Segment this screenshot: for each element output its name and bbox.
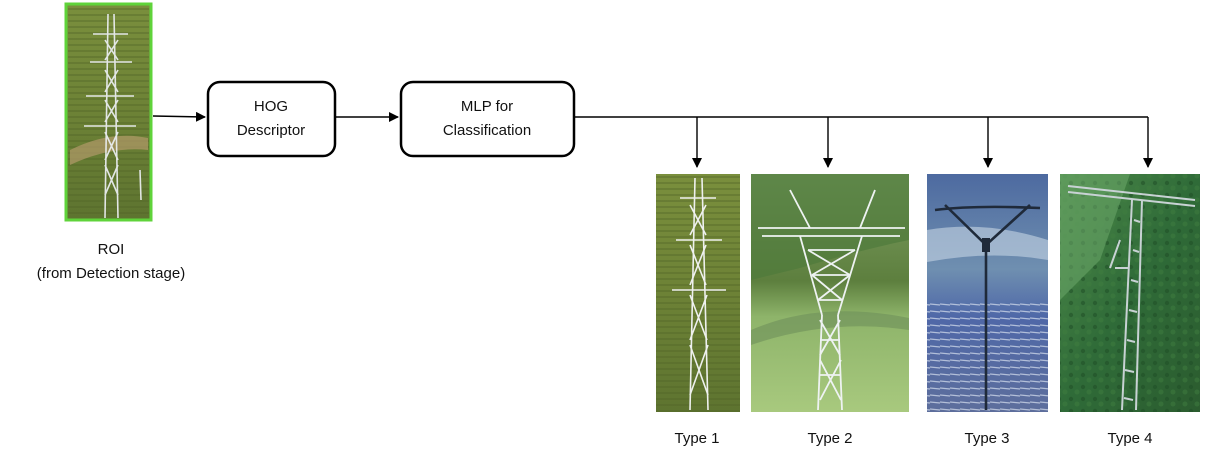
type-2-image xyxy=(751,174,909,412)
roi-label-line1: ROI xyxy=(98,241,125,258)
type-2-label: Type 2 xyxy=(807,430,852,447)
arrow-roi-to-hog xyxy=(152,111,206,122)
hog-box-line2: Descriptor xyxy=(237,122,305,139)
type-4-label: Type 4 xyxy=(1107,430,1152,447)
type-3-image xyxy=(927,174,1048,412)
type-4-image xyxy=(1060,174,1200,412)
type-3-label: Type 3 xyxy=(964,430,1009,447)
mlp-box-line1: MLP for xyxy=(461,98,513,115)
roi-image xyxy=(64,2,153,222)
mlp-classification-box: MLP for Classification xyxy=(399,80,576,158)
mlp-box-line2: Classification xyxy=(443,122,531,139)
hog-descriptor-box: HOG Descriptor xyxy=(206,80,337,158)
hog-box-line1: HOG xyxy=(254,98,288,115)
type-1-image xyxy=(656,174,740,412)
roi-label-line2: (from Detection stage) xyxy=(37,265,185,282)
type-1-label: Type 1 xyxy=(674,430,719,447)
